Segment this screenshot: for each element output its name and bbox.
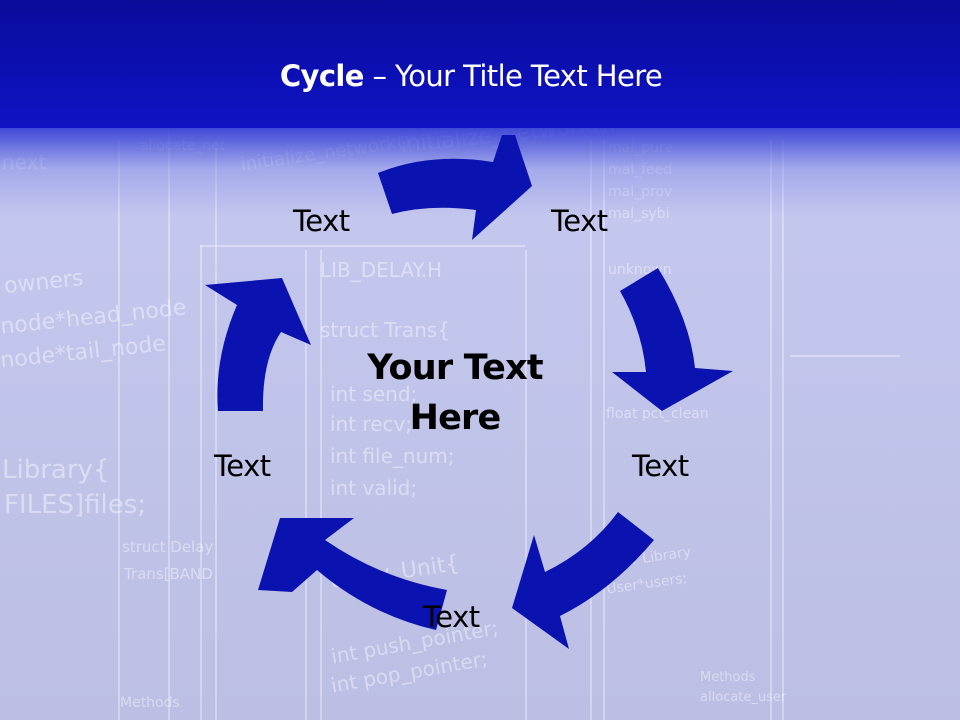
slide-title-regular: – Your Title Text Here <box>363 59 663 93</box>
center-text-line-2: Here <box>409 398 502 438</box>
cycle-arrow-bottom-right[interactable] <box>512 512 654 649</box>
slide-title[interactable]: Cycle – Your Title Text Here <box>0 56 942 96</box>
cycle-label-bottom[interactable]: Text <box>423 600 480 634</box>
cycle-label-top-left[interactable]: Text <box>293 204 350 238</box>
center-text-line-1: Your Text <box>367 348 543 388</box>
cycle-label-right[interactable]: Text <box>632 449 689 483</box>
cycle-arrow-top[interactable] <box>378 135 532 240</box>
cycle-label-left[interactable]: Text <box>214 449 271 483</box>
cycle-center-text[interactable]: Your Text Here <box>345 343 565 443</box>
slide-title-bold: Cycle <box>279 59 365 93</box>
cycle-arrow-right[interactable] <box>612 268 733 411</box>
cycle-label-top-right[interactable]: Text <box>551 204 608 238</box>
cycle-arrow-left[interactable] <box>205 278 311 411</box>
cycle-arrow-bottom-left[interactable] <box>258 518 447 630</box>
title-bar <box>0 0 960 128</box>
